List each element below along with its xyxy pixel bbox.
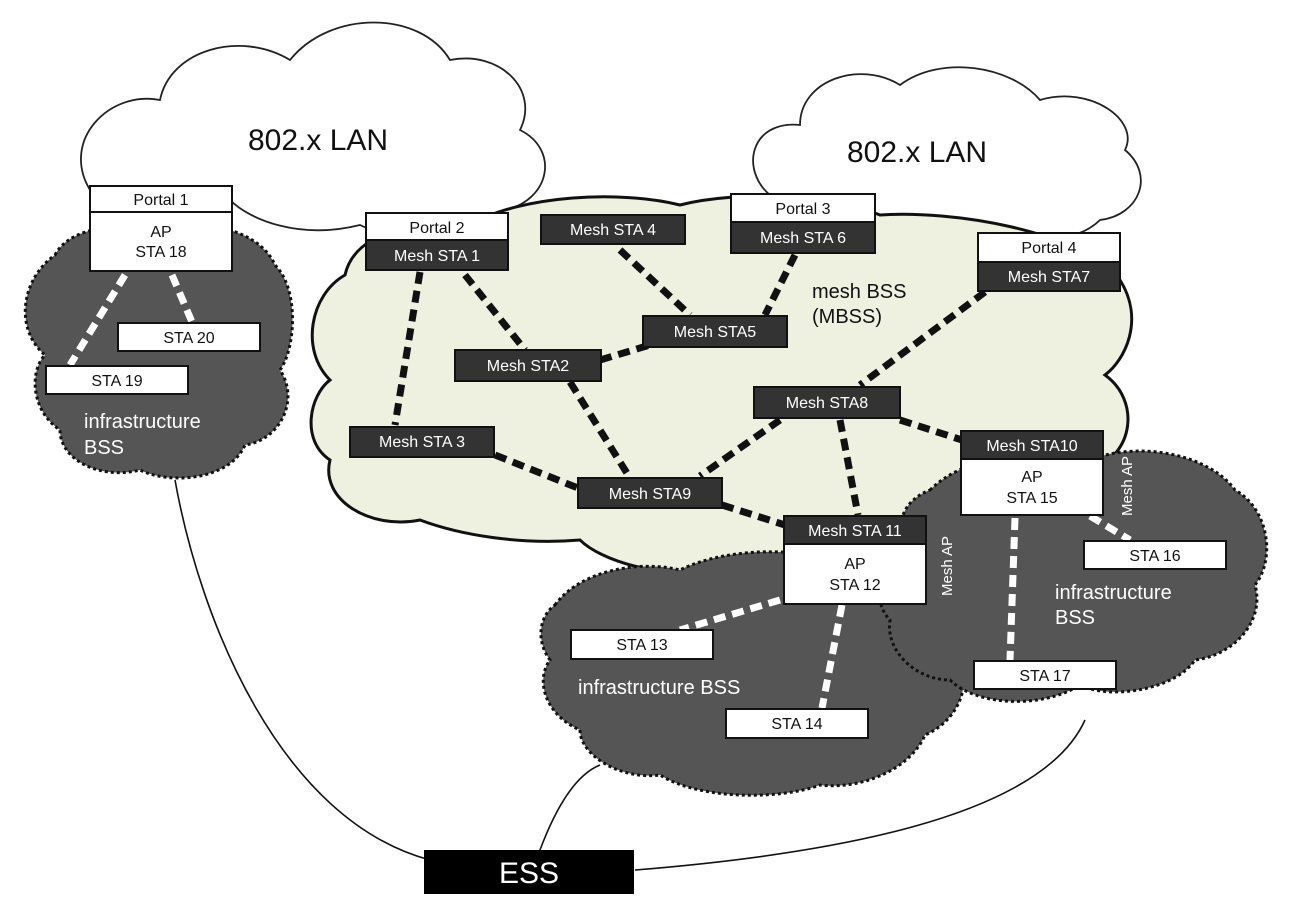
link-mesh1-mesh3: [391, 271, 424, 426]
mesh-ap-label-right: Mesh AP: [1119, 456, 1136, 516]
link-mesh8-mesh10: [898, 416, 964, 444]
bss-bottom-label: infrastructure BSS: [578, 677, 740, 699]
sta17-label: STA 17: [1019, 668, 1070, 685]
node-mesh5: Mesh STA5: [642, 315, 788, 348]
lan-label-right: 802.x LAN: [847, 136, 987, 169]
mesh1-label: Mesh STA 1: [394, 248, 480, 265]
node-mesh2: Mesh STA2: [454, 349, 602, 382]
node-portal3-mesh6: Portal 3 Mesh STA 6: [730, 193, 876, 254]
ess-link-bottom: [539, 764, 601, 851]
node-sta20: STA 20: [117, 322, 261, 352]
node-mesh3: Mesh STA 3: [349, 426, 495, 458]
sta14-label: STA 14: [771, 716, 822, 733]
sta13-label: STA 13: [616, 637, 667, 654]
sta16-label: STA 16: [1129, 548, 1180, 565]
infra-links: [67, 273, 1132, 709]
mbss-label-line1: mesh BSS: [812, 281, 906, 303]
node-portal1-ap-sta18: Portal 1 AP STA 18: [89, 185, 233, 272]
link-ap18-sta19: [67, 273, 128, 367]
mesh6-label: Mesh STA 6: [760, 230, 846, 247]
mbss-label-line2: (MBSS): [812, 306, 882, 328]
ap-sta15-line2: STA 15: [1006, 490, 1057, 507]
mesh8-label: Mesh STA8: [786, 395, 869, 412]
node-sta14: STA 14: [725, 708, 869, 739]
bss-right-label-line1: infrastructure: [1055, 582, 1172, 604]
node-mesh8: Mesh STA8: [753, 386, 901, 419]
node-mesh11-ap-sta12: Mesh STA 11 AP STA 12: [783, 515, 927, 605]
link-ap12-sta14: [818, 604, 846, 709]
node-sta17: STA 17: [973, 660, 1117, 690]
node-sta13: STA 13: [570, 629, 714, 660]
node-portal2-mesh1: Portal 2 Mesh STA 1: [365, 212, 509, 271]
bss-left-label-line1: infrastructure: [84, 411, 201, 433]
ess-label: ESS: [499, 857, 559, 890]
sta20-label: STA 20: [163, 330, 214, 347]
portal1-label: Portal 1: [133, 192, 188, 209]
node-mesh4: Mesh STA 4: [540, 214, 686, 245]
link-mesh8-mesh11: [836, 419, 862, 516]
bss-right-label-line2: BSS: [1055, 607, 1095, 629]
mesh3-label: Mesh STA 3: [379, 434, 465, 451]
mesh4-label: Mesh STA 4: [570, 222, 656, 239]
portal3-label: Portal 3: [775, 201, 830, 218]
mesh2-label: Mesh STA2: [487, 358, 570, 375]
node-sta19: STA 19: [45, 365, 189, 395]
link-ap12-sta13: [678, 596, 782, 634]
portal4-label: Portal 4: [1021, 240, 1076, 257]
link-mesh4-mesh5: [617, 247, 693, 318]
ap-sta12-line2: STA 12: [829, 577, 880, 594]
link-ap15-sta17: [1006, 517, 1019, 661]
link-mesh8-mesh9: [697, 417, 783, 479]
link-mesh6-mesh5: [761, 253, 799, 317]
mesh7-label: Mesh STA7: [1008, 269, 1091, 286]
node-sta16: STA 16: [1083, 540, 1227, 570]
lan-cloud-left: [80, 21, 546, 238]
ap-sta18-line1: AP: [150, 224, 171, 241]
lan-label-left: 802.x LAN: [248, 124, 388, 157]
ess-link-right: [634, 719, 1086, 871]
ap-sta15-line1: AP: [1021, 469, 1042, 486]
link-mesh1-mesh2: [462, 272, 528, 353]
node-mesh10-ap-sta15: Mesh STA10 AP STA 15: [960, 430, 1104, 516]
node-portal4-mesh7: Portal 4 Mesh STA7: [977, 232, 1121, 292]
bss-left-label-line2: BSS: [84, 437, 124, 459]
sta19-label: STA 19: [91, 373, 142, 390]
link-mesh2-mesh5: [598, 341, 652, 364]
portal2-label: Portal 2: [409, 220, 464, 237]
mesh-ap-label-left: Mesh AP: [939, 536, 956, 596]
link-mesh7-mesh8: [857, 289, 988, 388]
ap-sta18-line2: STA 18: [135, 244, 186, 261]
node-mesh9: Mesh STA9: [577, 477, 723, 509]
link-ap18-sta20: [168, 273, 196, 324]
link-ap15-sta16: [1088, 512, 1132, 544]
mesh5-label: Mesh STA5: [674, 324, 757, 341]
mesh9-label: Mesh STA9: [609, 486, 692, 503]
ess-box: ESS: [424, 850, 634, 894]
ess-link-left: [174, 479, 431, 861]
link-mesh3-mesh9: [493, 451, 580, 492]
mesh10-label: Mesh STA10: [986, 438, 1077, 455]
mesh-links: [391, 247, 988, 529]
link-mesh9-mesh11: [720, 501, 787, 529]
ap-sta12-line1: AP: [844, 556, 865, 573]
mesh11-label: Mesh STA 11: [808, 523, 902, 540]
